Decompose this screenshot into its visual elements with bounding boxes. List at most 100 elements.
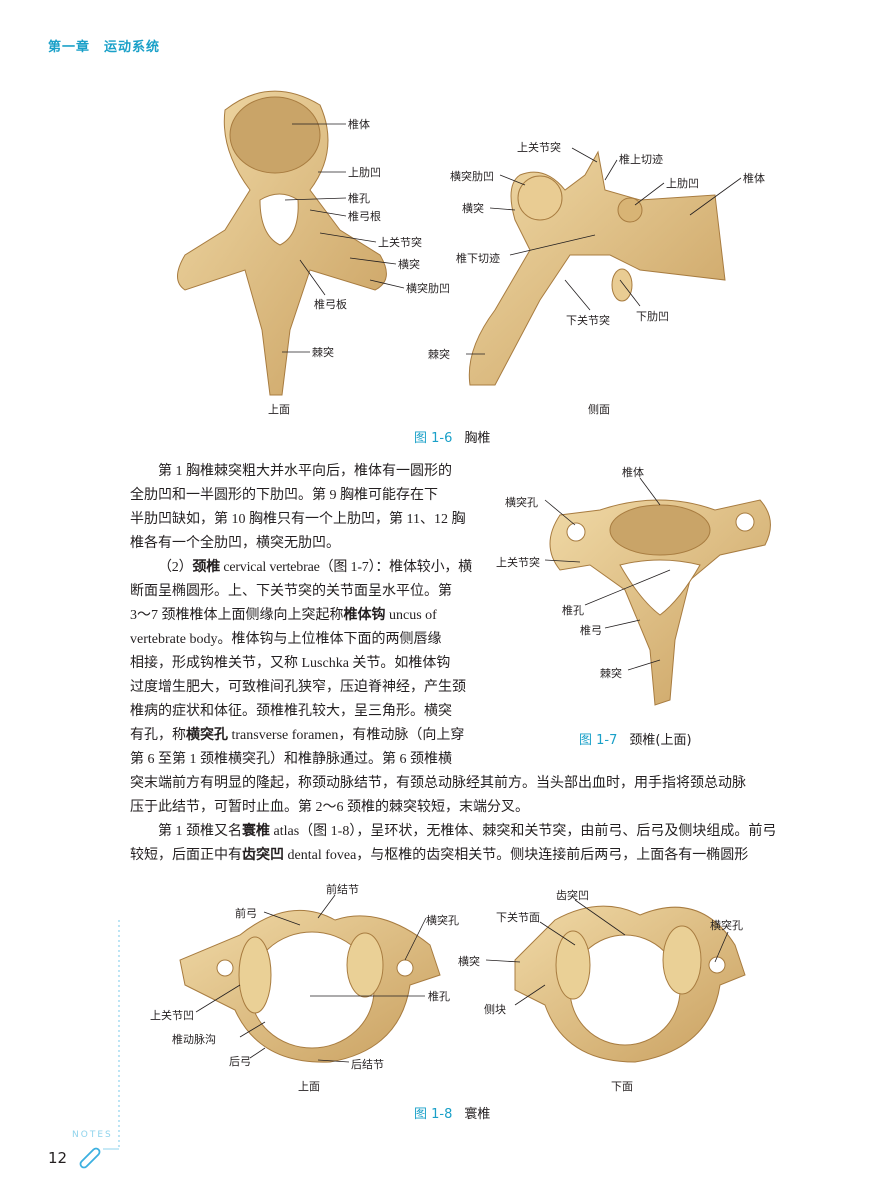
body-line: 有孔，称横突孔 transverse foramen，有椎动脉（向上穿: [130, 724, 464, 744]
thoracic-vertebra-top-view: [177, 90, 387, 396]
fig-1-8-labels: 前结节 前弓 横突孔 椎孔 上关节凹 椎动脉沟 后弓 后结节 上面 齿突凹 下关…: [150, 882, 743, 1093]
label: 下关节突: [566, 313, 610, 327]
text-segment: 断面呈椭圆形。上、下关节突的关节面呈水平位。第: [130, 584, 452, 599]
figure-caption-1-8: 图 1-8 寰椎: [414, 1103, 490, 1122]
text-segment: atlas（图 1-8），呈环状，无椎体、棘突和关节突，由前弓、后弓及侧块组成。…: [270, 824, 777, 839]
label: 后结节: [351, 1058, 384, 1071]
chapter-number: 第一章: [48, 40, 91, 55]
notes-decoration: [103, 920, 120, 1150]
label: 横突孔: [710, 918, 743, 932]
text-segment: cervical vertebrae（图 1-7）：椎体较小，横: [220, 560, 472, 575]
bold-term: 寰椎: [242, 823, 270, 839]
view-label: 上面: [268, 403, 290, 416]
body-line: 全肋凹和一半圆形的下肋凹。第 9 胸椎可能存在下: [130, 484, 438, 504]
pencil-icon: [79, 1147, 101, 1169]
text-segment: vertebrate body。椎体钩与上位椎体下面的两侧唇缘: [130, 632, 442, 647]
chapter-header: 第一章运动系统: [48, 36, 174, 55]
label: 横突肋凹: [450, 169, 494, 183]
text-segment: 突末端前方有明显的隆起，称颈动脉结节，有颈总动脉经其前方。当头部出血时，用手指将…: [130, 776, 746, 791]
label: 横突肋凹: [406, 281, 450, 295]
label: 上关节凹: [150, 1008, 194, 1022]
body-line: 相接，形成钩椎关节，又称 Luschka 关节。如椎体钩: [130, 652, 450, 672]
atlas-top-view: [179, 909, 441, 1063]
text-segment: 较短，后面正中有: [130, 848, 242, 863]
label: 棘突: [428, 347, 450, 361]
text-segment: uncus of: [385, 608, 437, 623]
text-segment: 全肋凹和一半圆形的下肋凹。第 9 胸椎可能存在下: [130, 488, 438, 503]
bold-term: 椎体钩: [343, 607, 386, 623]
text-segment: （2）: [158, 560, 193, 575]
view-label: 上面: [298, 1080, 320, 1093]
figure-number: 图 1-6: [414, 431, 453, 446]
label: 侧块: [484, 1003, 506, 1016]
body-line: vertebrate body。椎体钩与上位椎体下面的两侧唇缘: [130, 628, 441, 648]
fig-1-6-labels: 椎体 上肋凹 椎孔 椎弓根 上关节突 横突 横突肋凹 椎弓板 棘突 上面 上关节…: [268, 117, 765, 416]
label: 下关节面: [496, 910, 540, 924]
bold-term: 横突孔: [186, 727, 228, 743]
text-segment: 第 1 胸椎棘突粗大并水平向后，椎体有一圆形的: [158, 464, 452, 479]
figure-number: 图 1-7: [579, 733, 618, 748]
label: 下肋凹: [636, 309, 669, 323]
text-segment: 相接，形成钩椎关节，又称 Luschka 关节。如椎体钩: [130, 656, 451, 671]
text-segment: 压于此结节，可暂时止血。第 2～6 颈椎的棘突较短，末端分叉。: [130, 800, 529, 815]
label: 后弓: [229, 1055, 251, 1068]
label: 前弓: [235, 906, 257, 920]
figure-title: 胸椎: [464, 431, 491, 446]
text-segment: 过度增生肥大，可致椎间孔狭窄，压迫脊神经，产生颈: [130, 680, 466, 695]
atlas-bottom-view: [514, 905, 746, 1063]
text-segment: 第 1 颈椎又名: [158, 824, 242, 839]
label: 前结节: [326, 882, 359, 896]
label: 椎弓板: [314, 297, 347, 311]
figure-title: 寰椎: [464, 1107, 491, 1122]
body-line: （2）颈椎 cervical vertebrae（图 1-7）：椎体较小，横: [158, 556, 472, 576]
figure-number: 图 1-8: [414, 1107, 453, 1122]
body-line: 3～7 颈椎椎体上面侧缘向上突起称椎体钩 uncus of: [130, 604, 437, 624]
fig-1-7-labels: 椎体 横突孔 上关节突 椎孔 椎弓 棘突: [496, 465, 644, 680]
label: 椎孔: [348, 191, 370, 205]
label: 椎弓根: [348, 209, 381, 223]
thoracic-vertebra-side-view: [468, 150, 726, 386]
text-segment: 3～7 颈椎椎体上面侧缘向上突起称: [130, 608, 344, 623]
page-number: 12: [48, 1149, 68, 1167]
label: 椎动脉沟: [172, 1032, 216, 1046]
label: 上关节突: [496, 555, 540, 569]
figure-title: 颈椎(上面): [629, 733, 692, 748]
cervical-vertebra-top-view: [549, 499, 771, 706]
text-segment: 第 6 至第 1 颈椎横突孔）和椎静脉通过。第 6 颈椎横: [130, 752, 452, 767]
bold-term: 颈椎: [192, 559, 221, 575]
body-line: 椎各有一个全肋凹，横突无肋凹。: [130, 532, 340, 552]
text-segment: 有孔，称: [130, 728, 186, 743]
body-line: 较短，后面正中有齿突凹 dental fovea，与枢椎的齿突相关节。侧块连接前…: [130, 844, 748, 864]
chapter-title: 运动系统: [104, 40, 161, 55]
label: 横突: [458, 954, 480, 968]
label: 棘突: [312, 345, 334, 359]
body-line: 过度增生肥大，可致椎间孔狭窄，压迫脊神经，产生颈: [130, 676, 466, 696]
label: 上肋凹: [348, 165, 381, 179]
body-line: 第 6 至第 1 颈椎横突孔）和椎静脉通过。第 6 颈椎横: [130, 748, 452, 768]
label: 上肋凹: [666, 176, 699, 190]
text-segment: 椎病的症状和体征。颈椎椎孔较大，呈三角形。横突: [130, 704, 452, 719]
label: 椎体: [348, 117, 370, 131]
view-label: 侧面: [588, 403, 610, 416]
label: 椎弓: [580, 623, 602, 637]
label: 椎上切迹: [619, 152, 663, 166]
label: 横突孔: [426, 913, 459, 927]
label: 椎下切迹: [456, 251, 500, 265]
label: 椎孔: [428, 989, 450, 1003]
label: 椎体: [743, 171, 765, 185]
text-segment: transverse foramen，有椎动脉（向上穿: [228, 728, 465, 743]
figure-caption-1-6: 图 1-6 胸椎: [414, 427, 490, 446]
label: 横突: [398, 257, 420, 271]
text-segment: dental fovea，与枢椎的齿突相关节。侧块连接前后两弓，上面各有一椭圆形: [284, 848, 749, 863]
text-segment: 椎各有一个全肋凹，横突无肋凹。: [130, 536, 340, 551]
bold-term: 齿突凹: [242, 847, 284, 863]
label: 横突: [462, 201, 484, 215]
figure-caption-1-7: 图 1-7 颈椎(上面): [579, 729, 692, 748]
body-line: 第 1 胸椎棘突粗大并水平向后，椎体有一圆形的: [158, 460, 452, 480]
body-line: 压于此结节，可暂时止血。第 2～6 颈椎的棘突较短，末端分叉。: [130, 796, 529, 816]
body-line: 半肋凹缺如，第 10 胸椎只有一个上肋凹，第 11、12 胸: [130, 508, 465, 528]
label: 上关节突: [378, 235, 422, 249]
leader-lines: [195, 123, 742, 1063]
body-line: 突末端前方有明显的隆起，称颈动脉结节，有颈总动脉经其前方。当头部出血时，用手指将…: [130, 772, 746, 792]
label: 上关节突: [517, 140, 561, 154]
